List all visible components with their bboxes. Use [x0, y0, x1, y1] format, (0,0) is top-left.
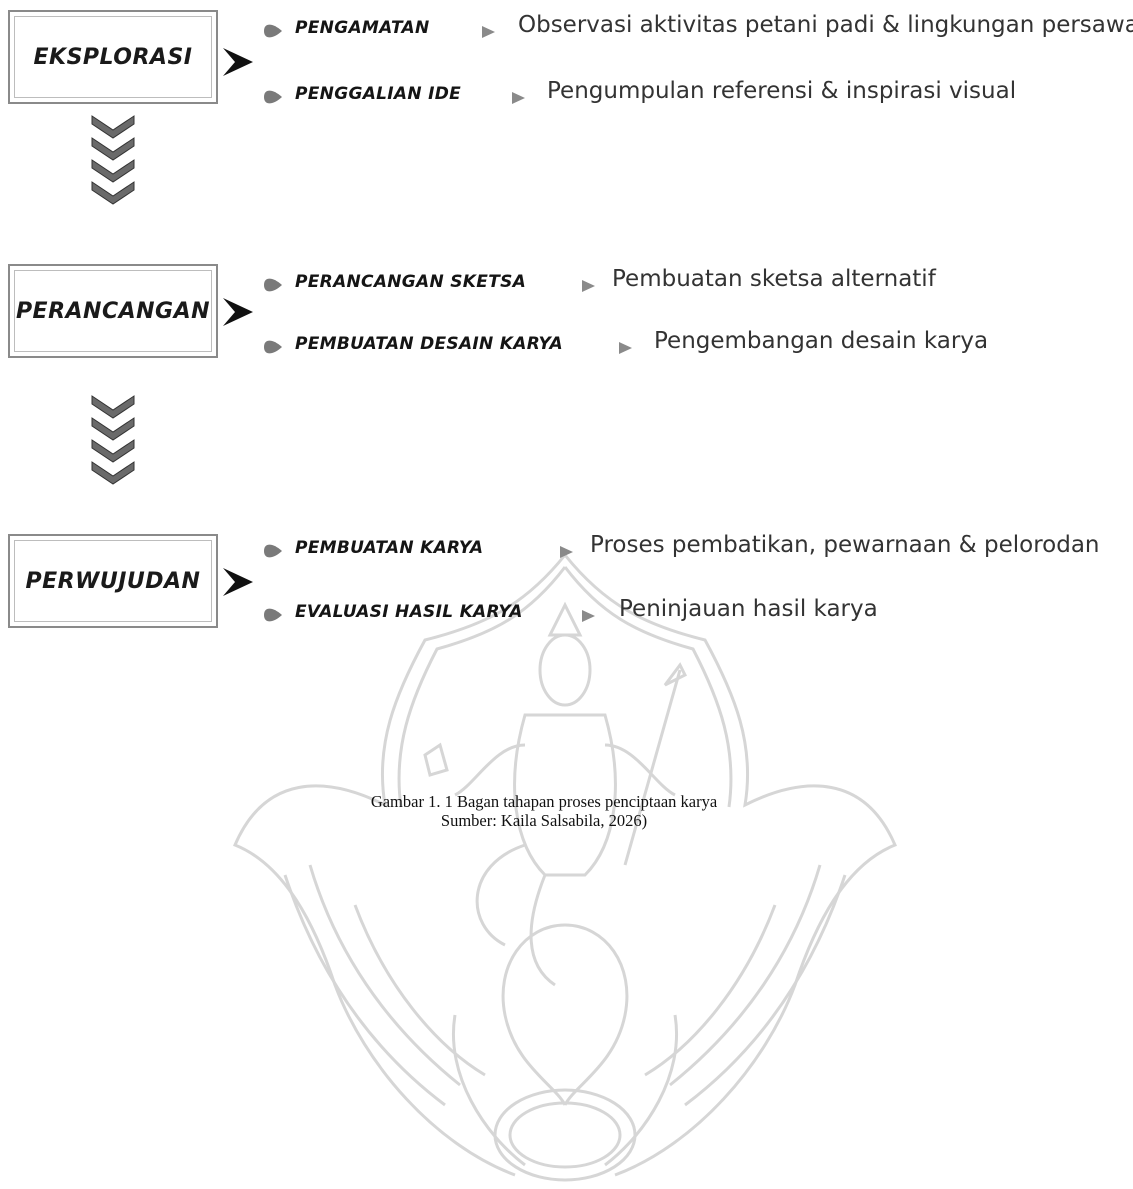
step-label: PENGGALIAN IDE: [295, 84, 462, 104]
step-description: Peninjauan hasil karya: [619, 596, 878, 622]
step-description: Proses pembatikan, pewarnaan & pelorodan: [590, 532, 1100, 558]
bullet-icon: [264, 24, 282, 38]
bullet-icon: [264, 90, 282, 104]
caption-line-2: Sumber: Kaila Salsabila, 2026): [440, 811, 648, 830]
stage-title: PERANCANGAN: [15, 298, 211, 324]
step-description: Pengembangan desain karya: [654, 328, 989, 354]
step-description: Observasi aktivitas petani padi & lingku…: [518, 12, 1133, 38]
step-description: Pengumpulan referensi & inspirasi visual: [547, 78, 1017, 104]
triangle-right-icon: [582, 280, 595, 292]
stage-title: EKSPLORASI: [33, 44, 193, 70]
step-description: Pembuatan sketsa alternatif: [612, 266, 936, 292]
watermark-emblem: [233, 554, 897, 1182]
bullet-icon: [264, 278, 282, 292]
triangle-right-icon: [482, 26, 495, 38]
triangle-right-icon: [512, 92, 525, 104]
caption-line-1: Gambar 1. 1 Bagan tahapan proses pencipt…: [370, 792, 718, 811]
triangle-right-icon: [582, 610, 595, 622]
double-chevron-down-icon: [91, 395, 135, 485]
stage-box-eksplorasi: EKSPLORASI: [8, 10, 218, 104]
stage-box-perwujudan: PERWUJUDAN: [8, 534, 218, 628]
stage-title: PERWUJUDAN: [25, 568, 201, 594]
stage-box-perancangan: PERANCANGAN: [8, 264, 218, 358]
triangle-right-icon: [619, 342, 632, 354]
step-label: PERANCANGAN SKETSA: [295, 272, 527, 292]
bullet-icon: [264, 340, 282, 354]
step-label: PENGAMATAN: [295, 18, 430, 38]
step-label: PEMBUATAN DESAIN KARYA: [295, 334, 563, 354]
chevron-right-icon: [223, 48, 253, 76]
bullet-icon: [264, 544, 282, 558]
bullet-icon: [264, 608, 282, 622]
triangle-right-icon: [560, 546, 573, 558]
step-label: EVALUASI HASIL KARYA: [295, 602, 523, 622]
chevron-right-icon: [223, 568, 253, 596]
double-chevron-down-icon: [91, 115, 135, 205]
step-label: PEMBUATAN KARYA: [295, 538, 484, 558]
figure-caption: Gambar 1. 1 Bagan tahapan proses pencipt…: [0, 792, 1133, 830]
chevron-right-icon: [223, 298, 253, 326]
